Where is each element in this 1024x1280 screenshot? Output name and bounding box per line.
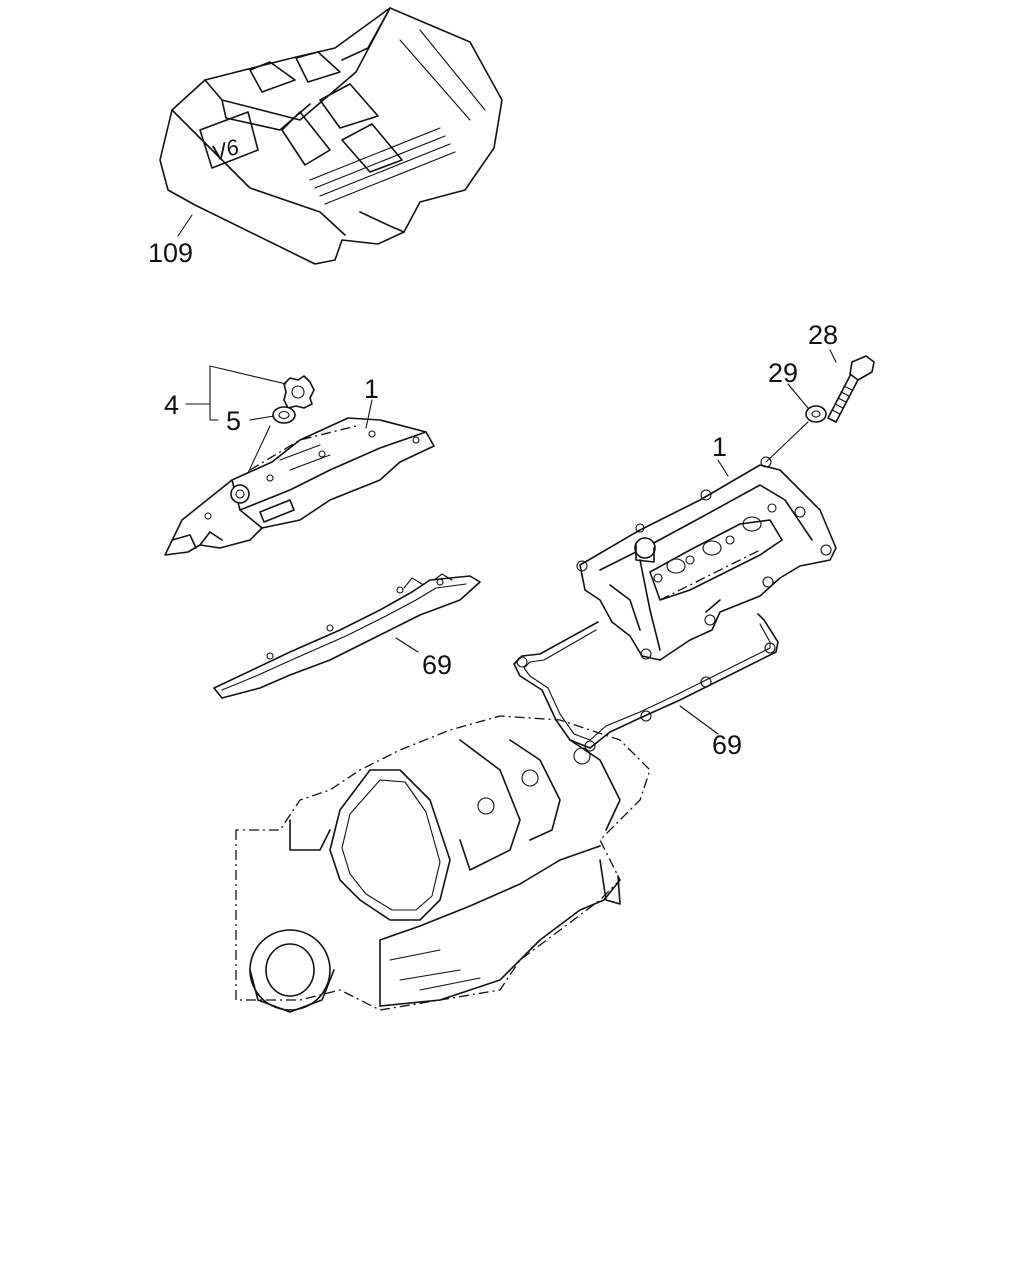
left-head-cover-gasket[interactable] — [213, 573, 481, 699]
callout-28[interactable]: 28 — [808, 320, 838, 350]
oil-cap-gasket[interactable] — [272, 406, 296, 424]
engine-block — [235, 715, 651, 1013]
bolt-seal[interactable] — [805, 405, 827, 423]
callout-69-right[interactable]: 69 — [712, 730, 742, 760]
callout-29[interactable]: 29 — [768, 358, 798, 388]
engine-cover[interactable]: V6 — [159, 7, 503, 265]
right-head-cover-gasket[interactable] — [513, 613, 779, 752]
callout-1-right[interactable]: 1 — [712, 432, 727, 462]
callout-1-left[interactable]: 1 — [364, 374, 379, 404]
right-head-cover[interactable] — [576, 456, 837, 661]
oil-filler-cap[interactable] — [283, 375, 315, 409]
callout-5[interactable]: 5 — [226, 406, 241, 436]
leader-lines — [177, 214, 837, 735]
callout-4[interactable]: 4 — [164, 390, 179, 420]
callout-69-left[interactable]: 69 — [422, 650, 452, 680]
callout-109[interactable]: 109 — [148, 238, 193, 268]
cover-bolt[interactable] — [827, 355, 875, 423]
left-head-cover[interactable] — [164, 417, 435, 556]
bolt-leader-line — [765, 421, 809, 463]
